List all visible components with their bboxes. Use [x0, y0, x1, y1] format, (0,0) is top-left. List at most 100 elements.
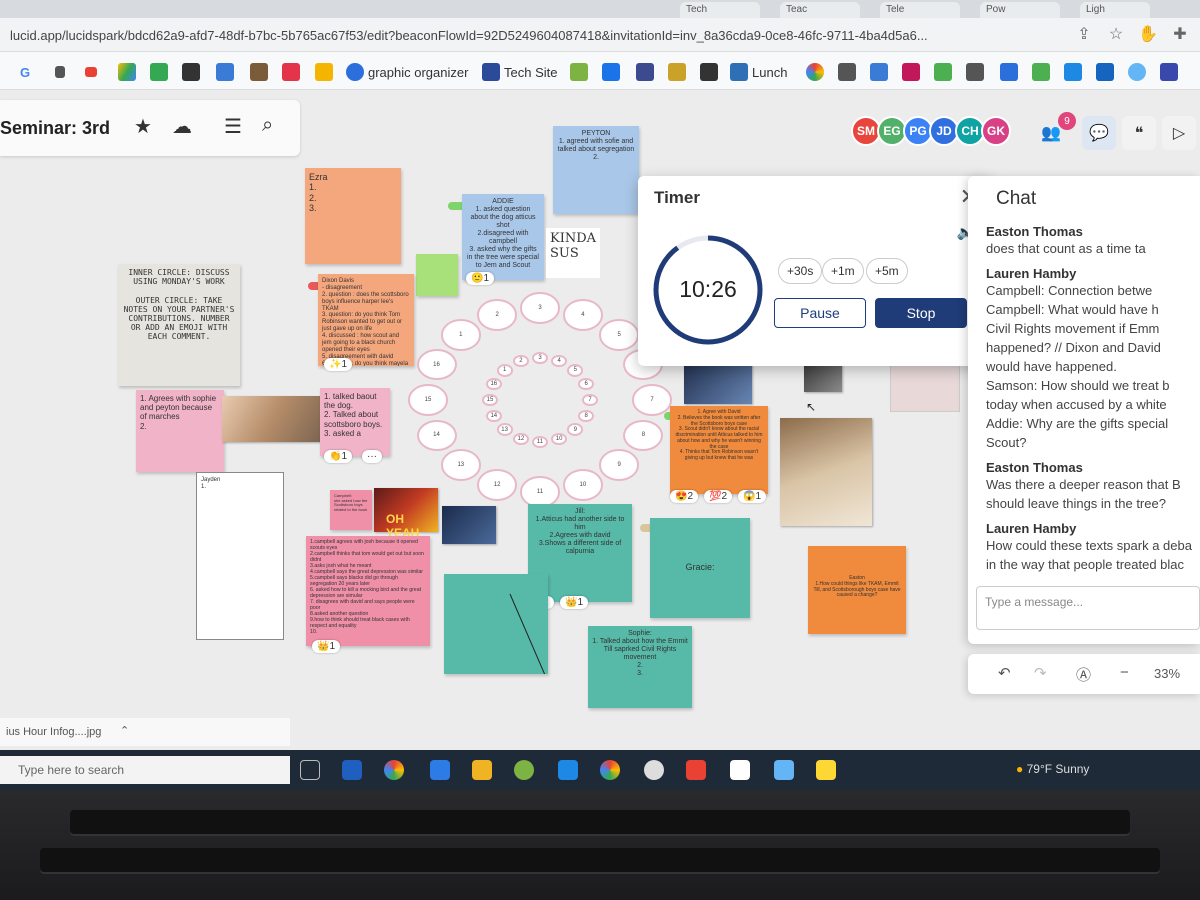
- photos-icon[interactable]: [774, 760, 794, 780]
- share-icon[interactable]: ⇪: [1077, 26, 1091, 43]
- teddy-bear-photo[interactable]: [780, 418, 872, 526]
- bookmark-icon[interactable]: [966, 62, 984, 82]
- reaction[interactable]: 👑1: [560, 596, 589, 609]
- seat-circle[interactable]: 12: [477, 469, 518, 501]
- seat-circle[interactable]: 13: [440, 449, 481, 481]
- star-icon[interactable]: ☆: [1108, 26, 1124, 43]
- add-1m-button[interactable]: +1m: [822, 258, 864, 284]
- bookmark-icon[interactable]: [55, 62, 65, 82]
- edge-icon[interactable]: [430, 760, 450, 780]
- chrome-icon[interactable]: [384, 760, 404, 780]
- sticky-note-easton[interactable]: Easton 1.How could things like TKAM, Emm…: [808, 546, 906, 634]
- more-reactions-button[interactable]: ···: [362, 450, 382, 463]
- seat-circle[interactable]: 4: [562, 299, 603, 331]
- chevron-up-icon[interactable]: ⌃: [120, 725, 130, 737]
- star-icon[interactable]: ★: [134, 116, 152, 138]
- sticky-note-dixon[interactable]: Dixon Davis - disagreement 2. question :…: [318, 274, 414, 366]
- tab-4[interactable]: Pow: [980, 2, 1060, 18]
- seat-circle[interactable]: 5: [567, 364, 584, 377]
- reaction[interactable]: 👑1: [312, 640, 341, 653]
- task-view-icon[interactable]: [300, 760, 320, 780]
- seat-circle[interactable]: 8: [623, 419, 664, 451]
- app-icon[interactable]: [600, 760, 620, 780]
- seat-circle[interactable]: 15: [408, 384, 448, 416]
- tab-5[interactable]: Ligh: [1080, 2, 1150, 18]
- app-icon[interactable]: [558, 760, 578, 780]
- puzzle-icon[interactable]: ✚: [1173, 26, 1187, 43]
- seat-circle[interactable]: 9: [567, 423, 584, 436]
- reaction[interactable]: 😍2: [670, 490, 699, 503]
- reaction[interactable]: ✨1: [324, 358, 353, 371]
- sticky-note-talked-dog[interactable]: 1. talked baout the dog. 2. Talked about…: [320, 388, 390, 456]
- bookmark-tech-site[interactable]: Tech Site: [482, 62, 557, 82]
- bookmark-icon[interactable]: [1160, 62, 1178, 82]
- reaction[interactable]: 👏1: [324, 450, 353, 463]
- seat-circle[interactable]: 15: [482, 393, 498, 407]
- seat-circle[interactable]: 12: [512, 432, 529, 446]
- seat-circle[interactable]: 14: [416, 419, 457, 451]
- stop-button[interactable]: Stop: [875, 298, 967, 328]
- seat-circle[interactable]: 1: [496, 364, 513, 377]
- seat-circle[interactable]: 7: [632, 384, 672, 416]
- speaker-photo[interactable]: [684, 362, 752, 404]
- bookmark-icon[interactable]: [934, 62, 952, 82]
- man-photo[interactable]: [442, 506, 496, 544]
- bookmark-icon[interactable]: [1096, 62, 1114, 82]
- bookmark-icon[interactable]: [216, 62, 234, 82]
- cloud-icon[interactable]: ☁: [172, 116, 192, 138]
- sticky-notes-icon[interactable]: [816, 760, 836, 780]
- avatar[interactable]: SM: [851, 116, 881, 146]
- avatar[interactable]: PG: [903, 116, 933, 146]
- sticky-note-peyton[interactable]: PEYTON 1. agreed with sofie and talked a…: [553, 126, 639, 214]
- avatar[interactable]: GK: [981, 116, 1011, 146]
- bookmark-icon[interactable]: [1064, 62, 1082, 82]
- undo-icon[interactable]: ↶: [998, 665, 1011, 682]
- tab-1[interactable]: Tech: [680, 2, 760, 18]
- pause-button[interactable]: Pause: [774, 298, 866, 328]
- music-icon[interactable]: [282, 62, 300, 82]
- instructions-note[interactable]: INNER CIRCLE: DISCUSS USING MONDAY'S WOR…: [118, 264, 240, 386]
- comment-icon[interactable]: ❝: [1122, 116, 1156, 150]
- chat-input[interactable]: Type a message...: [976, 586, 1200, 630]
- bookmark-icon[interactable]: [700, 62, 718, 82]
- bookmark-icon[interactable]: [636, 62, 654, 82]
- seat-circle[interactable]: 13: [496, 423, 513, 436]
- seat-circle[interactable]: 2: [477, 299, 518, 331]
- google-bookmark-icon[interactable]: G: [20, 64, 31, 80]
- sticky-note-gracie[interactable]: Gracie:: [650, 518, 750, 618]
- sticky-note-jayden[interactable]: Jayden 1.: [196, 472, 284, 640]
- bookmark-graphic-organizer[interactable]: graphic organizer: [346, 62, 468, 82]
- bookmark-icon[interactable]: [1000, 62, 1018, 82]
- seat-circle[interactable]: 6: [578, 377, 595, 391]
- bookmark-lunch[interactable]: Lunch: [730, 62, 787, 82]
- sticky-note-blank-teal[interactable]: [444, 574, 548, 674]
- reaction[interactable]: 🙂1: [466, 272, 495, 285]
- drive-icon[interactable]: [118, 62, 136, 82]
- kinda-sus-image[interactable]: KINDA SUS: [546, 228, 600, 278]
- sticky-note-agree-david[interactable]: 1. Agree with David 2. Believes the book…: [670, 406, 768, 494]
- sticky-note-sophie[interactable]: Sophie: 1. Talked about how the Emmit Ti…: [588, 626, 692, 708]
- bookmark-icon[interactable]: [602, 62, 620, 82]
- seat-circle[interactable]: 8: [578, 409, 595, 423]
- seat-circle[interactable]: 10: [551, 432, 568, 446]
- reaction[interactable]: 😱1: [738, 490, 767, 503]
- bookmark-icon[interactable]: [902, 62, 920, 82]
- seat-circle[interactable]: 16: [416, 349, 457, 381]
- app-icon[interactable]: [644, 760, 664, 780]
- tab-2[interactable]: Teac: [780, 2, 860, 18]
- sticky-note-campbell[interactable]: 1.campbell agrees with josh because it o…: [306, 536, 430, 646]
- app-icon[interactable]: [514, 760, 534, 780]
- tab-3[interactable]: Tele: [880, 2, 960, 18]
- bookmark-icon[interactable]: [870, 62, 888, 82]
- seat-circle[interactable]: 16: [485, 377, 502, 391]
- seat-circle[interactable]: 14: [485, 409, 502, 423]
- bookmark-icon[interactable]: [668, 62, 686, 82]
- oh-yeah-gif[interactable]: OH YEAH: [374, 488, 438, 540]
- seat-circle[interactable]: 11: [520, 476, 560, 508]
- baby-photo[interactable]: [222, 396, 322, 442]
- avatar[interactable]: EG: [877, 116, 907, 146]
- seat-circle[interactable]: 11: [532, 435, 548, 449]
- bookmark-icon[interactable]: [1128, 62, 1146, 82]
- accessibility-icon[interactable]: Ⓐ: [1076, 667, 1092, 684]
- weather-widget[interactable]: ● 79°F Sunny: [1016, 762, 1089, 776]
